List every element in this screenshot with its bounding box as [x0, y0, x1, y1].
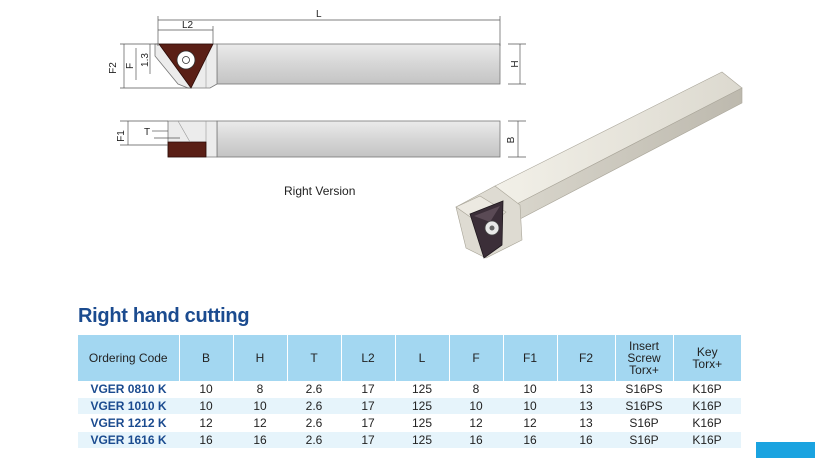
table-cell: 8	[233, 381, 287, 398]
table-cell: 12	[503, 414, 557, 432]
col-header-f: F	[449, 335, 504, 381]
dim-F1-label: F1	[116, 130, 127, 142]
col-header-key: Key Torx+	[673, 335, 741, 381]
top-view-dimensions	[120, 16, 526, 89]
tool-3d-illustration	[455, 71, 743, 259]
table-cell: 10	[233, 397, 287, 415]
table-cell: 2.6	[287, 414, 341, 432]
table-row: VGER 1212 K 12 12 2.6 17 125 12 12 13 S1…	[78, 414, 741, 432]
figure-caption: Right Version	[284, 184, 356, 198]
table-cell: 125	[395, 397, 449, 415]
dim-1-3-label: 1.3	[140, 53, 151, 67]
dim-L-label: L	[316, 9, 322, 20]
table-cell: 16	[233, 431, 287, 449]
top-view	[154, 43, 501, 89]
table-cell: 2.6	[287, 397, 341, 415]
col-header-f1: F1	[503, 335, 558, 381]
ordering-code-cell: VGER 1010 K	[78, 397, 179, 415]
side-view-dimensions	[120, 120, 526, 158]
table-cell: 16	[179, 431, 233, 449]
col-header-t: T	[287, 335, 342, 381]
table-cell: S16PS	[615, 397, 673, 415]
table-cell: 12	[179, 414, 233, 432]
table-cell: S16P	[615, 431, 673, 449]
table-cell: K16P	[673, 397, 741, 415]
dim-B-label: B	[506, 136, 517, 143]
dim-T-label: T	[144, 127, 150, 138]
section-title: Right hand cutting	[78, 305, 250, 327]
ordering-code-cell: VGER 1212 K	[78, 414, 179, 432]
table-header-row: Ordering Code B H T L2 L F F1 F2 Insert …	[78, 335, 741, 381]
col-header-l2: L2	[341, 335, 396, 381]
table-cell: 10	[449, 397, 503, 415]
table-cell: 10	[503, 397, 557, 415]
table-cell: 2.6	[287, 431, 341, 449]
table-row: VGER 1010 K 10 10 2.6 17 125 10 10 13 S1…	[78, 397, 741, 415]
table-cell: 16	[557, 431, 615, 449]
dim-F-label: F	[125, 63, 136, 69]
col-header-h: H	[233, 335, 288, 381]
col-header-insert-screw: Insert Screw Torx+	[615, 335, 674, 381]
table-cell: 16	[503, 431, 557, 449]
table-cell: K16P	[673, 431, 741, 449]
table-cell: S16PS	[615, 381, 673, 398]
side-view	[167, 120, 501, 158]
accent-bar	[756, 442, 815, 458]
table-cell: 2.6	[287, 381, 341, 398]
table-cell: 17	[341, 397, 395, 415]
table-cell: 10	[179, 381, 233, 398]
dim-L2-label: L2	[182, 20, 194, 31]
table-cell: 13	[557, 414, 615, 432]
table-cell: 13	[557, 381, 615, 398]
table-cell: 125	[395, 414, 449, 432]
col-header-l: L	[395, 335, 450, 381]
table-cell: S16P	[615, 414, 673, 432]
table-row: VGER 1616 K 16 16 2.6 17 125 16 16 16 S1…	[78, 431, 741, 449]
table-cell: 17	[341, 381, 395, 398]
col-header-ordering-code: Ordering Code	[78, 335, 180, 381]
table-cell: 17	[341, 431, 395, 449]
dim-F2-label: F2	[108, 62, 119, 74]
table-cell: K16P	[673, 414, 741, 432]
table-cell: 16	[449, 431, 503, 449]
table-cell: 10	[503, 381, 557, 398]
table-row: VGER 0810 K 10 8 2.6 17 125 8 10 13 S16P…	[78, 381, 741, 398]
col-header-b: B	[179, 335, 234, 381]
table-cell: 125	[395, 431, 449, 449]
table-cell: 125	[395, 381, 449, 398]
table-cell: 12	[449, 414, 503, 432]
ordering-code-cell: VGER 0810 K	[78, 381, 179, 398]
spec-table: Ordering Code B H T L2 L F F1 F2 Insert …	[78, 335, 741, 449]
table-cell: 17	[341, 414, 395, 432]
table-cell: 10	[179, 397, 233, 415]
technical-drawing: L L2 F2 F 1.3 H F1 T B	[108, 9, 743, 259]
table-cell: 8	[449, 381, 503, 398]
col-header-f2: F2	[557, 335, 616, 381]
dim-H-label: H	[510, 60, 521, 67]
ordering-code-cell: VGER 1616 K	[78, 431, 179, 449]
table-cell: K16P	[673, 381, 741, 398]
table-cell: 13	[557, 397, 615, 415]
table-cell: 12	[233, 414, 287, 432]
